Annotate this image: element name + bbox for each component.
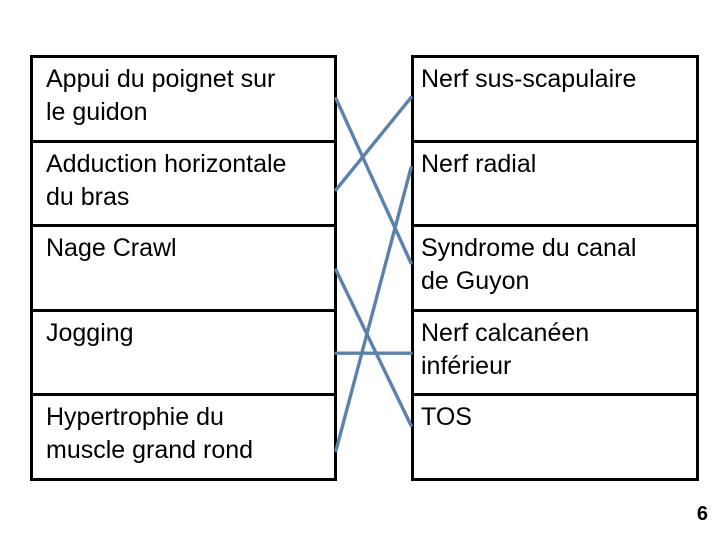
right-row-1: Nerf sus-scapulaire: [421, 65, 637, 93]
page-number: 6: [696, 503, 708, 525]
left-table: Appui du poignet sur le guidon Adduction…: [30, 55, 337, 481]
left-row-3: Nage Crawl: [33, 224, 334, 309]
right-row-2: Nerf radial: [414, 139, 696, 225]
right-table: Nerf sus-scapulaire Nerf radial Syndrome…: [411, 55, 699, 481]
connection-line: [334, 96, 413, 265]
left-row-1: Appui du poignet sur le guidon: [46, 65, 276, 126]
right-row-3: Syndrome du canal de Guyon: [414, 224, 696, 309]
left-row-2: Adduction horizontale du bras: [33, 139, 334, 225]
connection-line: [334, 95, 413, 192]
left-row-4: Jogging: [33, 308, 334, 394]
connection-line: [334, 268, 413, 428]
right-row-4: Nerf calcanéen inférieur: [414, 308, 696, 394]
connection-line: [334, 166, 413, 453]
right-row-5: TOS: [414, 393, 696, 478]
left-row-5: Hypertrophie du muscle grand rond: [33, 393, 334, 478]
